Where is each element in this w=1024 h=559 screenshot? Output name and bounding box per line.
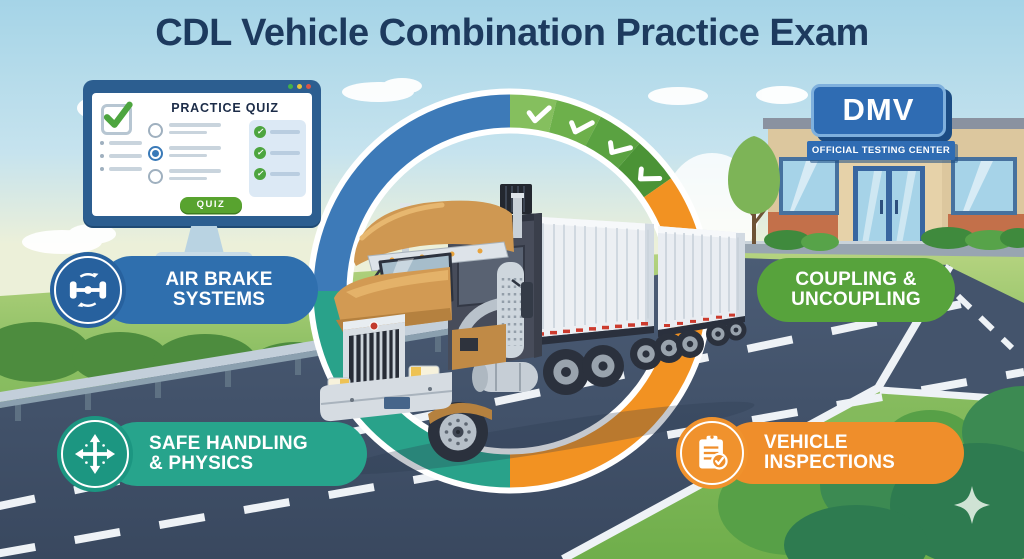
truck-illustration (320, 184, 755, 475)
rear-trailer-wheels (706, 319, 747, 346)
fuel-tank (472, 362, 538, 392)
answer-row: ✓ (254, 147, 301, 159)
quiz-bullet-list (100, 141, 142, 180)
green-dot-icon (288, 84, 293, 89)
dmv-window-right (951, 157, 1017, 215)
monitor-screen: PRACTICE QUIZ ✓ ✓ ✓ QUIZ (92, 93, 312, 216)
answers-panel: ✓ ✓ ✓ (249, 120, 306, 197)
quiz-button: QUIZ (180, 197, 242, 213)
quiz-title: PRACTICE QUIZ (171, 101, 279, 115)
answer-row: ✓ (254, 168, 301, 180)
badge-coupling-uncoupling: COUPLING & UNCOUPLING (757, 258, 955, 322)
front-trailer (510, 215, 654, 348)
dmv-doors (853, 166, 925, 244)
checkbox-check-icon (101, 101, 133, 135)
badge-label-line2: & PHYSICS (149, 453, 254, 474)
check-circle-icon: ✓ (254, 147, 266, 159)
monitor-frame: PRACTICE QUIZ ✓ ✓ ✓ QUIZ (83, 80, 321, 266)
quiz-options (148, 123, 221, 192)
badge-air-brake-systems: AIR BRAKE SYSTEMS (50, 252, 318, 328)
quiz-option (148, 169, 221, 184)
clipboard-check-icon (676, 417, 748, 489)
dmv-banner: OFFICIAL TESTING CENTER (807, 141, 955, 160)
badge-label-line2: UNCOUPLING (791, 289, 921, 310)
dmv-sign: DMV (811, 84, 946, 137)
badge-label-line2: INSPECTIONS (764, 452, 895, 473)
page-title: CDL Vehicle Combination Practice Exam (155, 12, 869, 54)
check-circle-icon: ✓ (254, 126, 266, 138)
badge-label-line2: SYSTEMS (172, 289, 266, 310)
ring-segment-teal (313, 290, 511, 488)
badge-safe-handling-physics: SAFE HANDLING & PHYSICS (57, 416, 367, 492)
badge-label-line1: VEHICLE (764, 431, 848, 453)
branch-road (880, 267, 1024, 398)
badge-label-line1: AIR BRAKE (165, 268, 273, 290)
four-direction-arrows-icon (57, 416, 133, 492)
sparkle (954, 486, 990, 524)
red-dot-icon (306, 84, 311, 89)
building-bushes (764, 227, 1024, 251)
yellow-dot-icon (297, 84, 302, 89)
answer-row: ✓ (254, 126, 301, 138)
badge-label-line1: COUPLING & (795, 268, 917, 290)
cab-roof (354, 200, 514, 266)
badge-vehicle-inspections: VEHICLE INSPECTIONS (676, 417, 964, 489)
front-wheel (428, 402, 492, 462)
tree (728, 136, 780, 244)
rear-trailer (658, 226, 747, 346)
monitor-stand-neck (184, 226, 224, 254)
dmv-window-left (779, 157, 839, 215)
grille-emblem (369, 321, 379, 331)
quiz-option (148, 123, 221, 138)
dmv-building (763, 118, 1024, 244)
trailer-axle-wheels (630, 330, 704, 370)
quiz-option-selected (148, 146, 221, 161)
drive-wheels (543, 345, 624, 395)
monitor-window-dots (288, 84, 311, 89)
air-brake-wheels-icon (50, 252, 126, 328)
bumper (320, 372, 453, 422)
ring-checkmark-icons (526, 105, 663, 182)
check-circle-icon: ✓ (254, 168, 266, 180)
badge-label-line1: SAFE HANDLING (149, 432, 308, 454)
practice-quiz-monitor: PRACTICE QUIZ ✓ ✓ ✓ QUIZ (83, 80, 321, 266)
ring-segment-blue (313, 94, 511, 292)
